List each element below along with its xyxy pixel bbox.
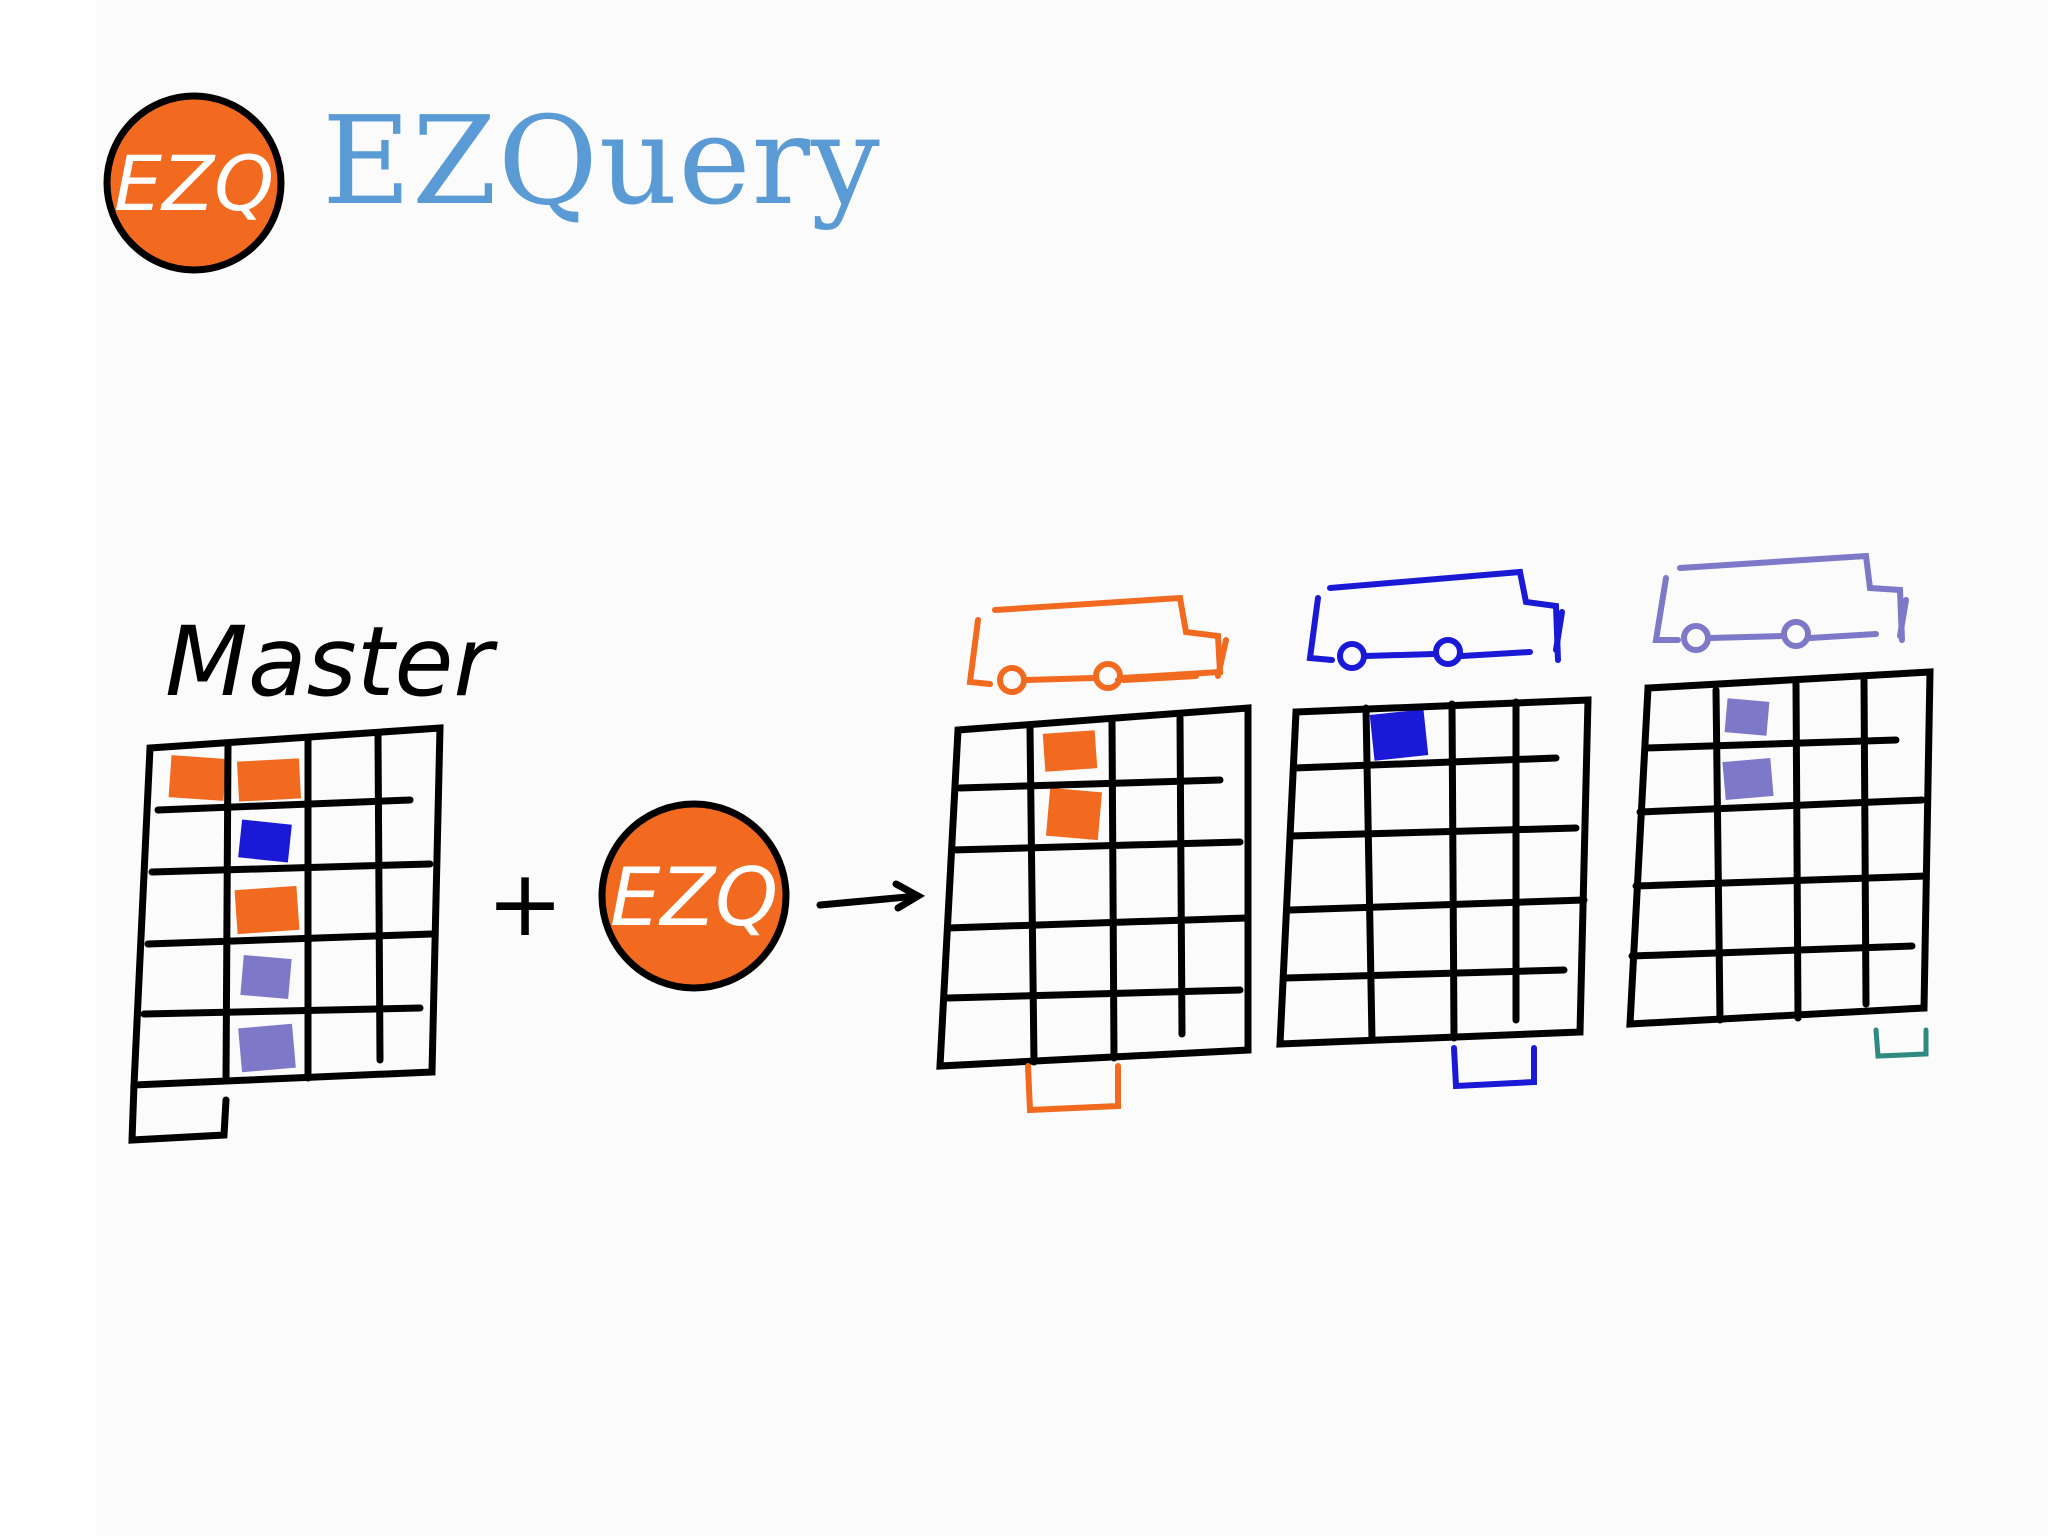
- bin-icon-orange: [1025, 1063, 1121, 1114]
- master-row-line: [144, 930, 436, 948]
- master-table-border: [130, 724, 444, 1089]
- output-blue-row-line: [1290, 754, 1560, 772]
- output-orange-col-line: [1176, 714, 1186, 1038]
- master-label: Master: [165, 606, 498, 718]
- output-purple-row-line: [1632, 872, 1930, 890]
- output-blue-row-line: [1282, 966, 1568, 982]
- master-row-line: [140, 1004, 424, 1018]
- processor-logo: EZQ: [598, 800, 790, 992]
- output-purple-cell-1: [1724, 698, 1770, 736]
- master-row-line: [154, 796, 414, 814]
- master-cell-purple-1: [240, 954, 292, 1000]
- bin-icon-teal: [1873, 1027, 1929, 1059]
- output-purple-row-line: [1628, 942, 1916, 960]
- output-blue-row-line: [1286, 824, 1580, 840]
- output-purple-cell-2: [1722, 757, 1774, 801]
- master-row-line: [148, 860, 434, 876]
- master-bin-icon: [128, 1081, 230, 1144]
- output-blue-row-line: [1286, 896, 1588, 914]
- page-margin: [0, 0, 96, 1536]
- master-cell-purple-2: [238, 1023, 296, 1073]
- output-orange-row-line: [944, 914, 1250, 932]
- output-purple-row-line: [1642, 736, 1900, 752]
- output-orange-col-line: [1026, 724, 1038, 1066]
- output-blue-col-line: [1362, 704, 1376, 1044]
- plus-sign: +: [486, 850, 563, 957]
- master-cell-orange-1: [168, 755, 227, 801]
- output-blue: [1276, 568, 1592, 1090]
- truck-icon-blue: [1306, 568, 1565, 671]
- output-orange-row-line: [948, 838, 1244, 854]
- output-blue-col-line: [1448, 700, 1458, 1042]
- arrow-right-icon: [816, 880, 926, 912]
- header-logo: EZQ: [103, 92, 285, 274]
- truck-icon-orange: [966, 594, 1229, 695]
- truck-icon-purple: [1652, 552, 1909, 653]
- output-blue-cell: [1369, 709, 1429, 761]
- master-cell-blue: [238, 819, 292, 863]
- output-orange-cell-2: [1046, 787, 1102, 841]
- output-orange-table-border: [936, 704, 1252, 1070]
- output-orange-cell-1: [1042, 730, 1098, 772]
- master-cell-orange-1b: [236, 758, 302, 802]
- output-purple: [1626, 552, 1934, 1059]
- output-orange-col-line: [1108, 718, 1118, 1062]
- output-blue-table-border: [1276, 696, 1592, 1048]
- master-cell-orange-2: [234, 885, 300, 935]
- brand-title: EZQuery: [322, 90, 881, 232]
- output-orange-row-line: [956, 776, 1224, 792]
- output-purple-col-line: [1860, 676, 1870, 1008]
- output-orange: [936, 594, 1252, 1114]
- output-orange-row-line: [944, 986, 1244, 1002]
- output-purple-table-border: [1626, 668, 1934, 1028]
- output-purple-col-line: [1792, 680, 1802, 1022]
- master-table: [128, 724, 444, 1144]
- master-col-line: [222, 740, 232, 1084]
- processor-logo-text: EZQ: [610, 851, 778, 944]
- output-purple-row-line: [1636, 796, 1926, 816]
- output-purple-col-line: [1712, 686, 1724, 1024]
- bin-icon-blue: [1451, 1045, 1537, 1090]
- header-logo-text: EZQ: [114, 139, 274, 228]
